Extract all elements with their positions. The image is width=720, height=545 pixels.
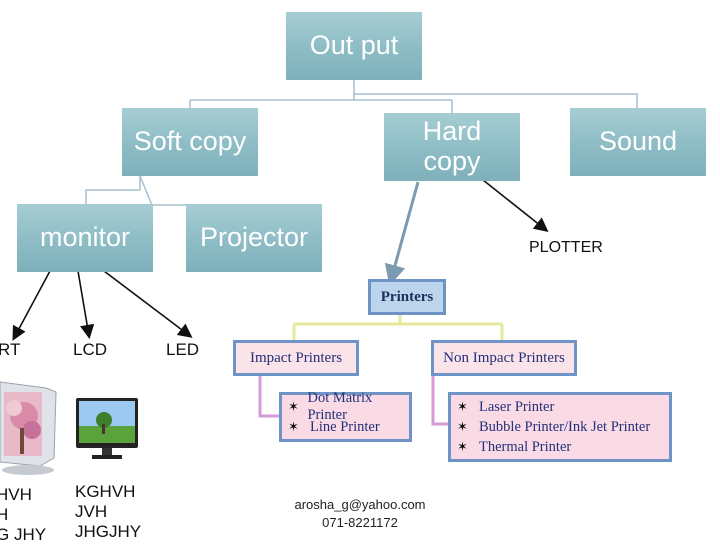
star-bullet-icon: ✶ [288, 419, 299, 434]
contact-email: arosha_g@yahoo.com [294, 497, 426, 512]
arrow-hardcopy-plotter [477, 175, 549, 232]
lcd-caption-line: JHGJHY [75, 522, 142, 541]
impact-printers-list: ✶ Dot Matrix Printer ✶ Line Printer [279, 390, 412, 442]
crt-caption-line: H [0, 505, 9, 524]
node-soft-copy-label: Soft copy [133, 126, 247, 157]
lcd-caption-line: KGHVH [75, 482, 136, 501]
node-sound-label: Sound [598, 126, 678, 157]
star-bullet-icon: ✶ [457, 399, 468, 414]
list-item-label: Dot Matrix Printer [307, 390, 373, 423]
crt-monitor-image [0, 381, 57, 475]
list-item: ✶ Laser Printer [457, 397, 663, 417]
impact-printers-box: Impact Printers [233, 340, 359, 376]
non-impact-printers-list: ✶ Laser Printer ✶ Bubble Printer/Ink Jet P… [448, 392, 672, 462]
crt-label: RT [0, 340, 21, 359]
printers-title: Printers [380, 288, 434, 305]
crt-caption: HVH H G JHY [0, 485, 46, 545]
non-impact-printers-box: Non Impact Printers [431, 340, 577, 376]
arrow-hardcopy-printers [384, 181, 420, 286]
contact-block: arosha_g@yahoo.com 071-8221172 [280, 496, 440, 532]
arrow-monitor-led [91, 261, 193, 338]
arrow-monitor-crt [12, 270, 51, 341]
list-item: ✶ Bubble Printer/Ink Jet Printer [457, 417, 663, 437]
printer-tree-lines [292, 312, 504, 340]
list-item-label: Bubble Printer/Ink Jet Printer [479, 418, 651, 435]
contact-phone: 071-8221172 [322, 515, 398, 530]
list-item: ✶ Line Printer [288, 417, 403, 437]
node-monitor-label: monitor [39, 222, 131, 253]
tree-line-softcopy [85, 175, 254, 206]
star-bullet-icon: ✶ [457, 439, 468, 454]
list-item-label: Line Printer [310, 418, 380, 435]
node-soft-copy: Soft copy [122, 108, 258, 176]
node-sound: Sound [570, 108, 706, 176]
tree-line-output [189, 80, 638, 113]
impact-printers-title: Impact Printers [249, 349, 343, 366]
lcd-caption-line: JVH [75, 502, 108, 521]
node-output: Out put [286, 12, 422, 80]
node-projector-label: Projector [199, 222, 309, 253]
star-bullet-icon: ✶ [457, 419, 468, 434]
lcd-monitor-image [76, 398, 138, 459]
led-label: LED [166, 340, 200, 359]
node-hard-copy: Hard copy [384, 113, 520, 181]
printers-title-box: Printers [368, 279, 446, 315]
plotter-label: PLOTTER [529, 239, 603, 256]
list-item-label: Laser Printer [479, 398, 555, 415]
node-monitor: monitor [17, 204, 153, 272]
list-item-label: Thermal Printer [479, 438, 572, 455]
star-bullet-icon: ✶ [288, 399, 299, 414]
node-hard-copy-label: Hard copy [422, 116, 482, 176]
non-impact-printers-title: Non Impact Printers [443, 349, 565, 366]
node-output-label: Out put [309, 30, 399, 61]
lcd-label: LCD [73, 340, 108, 359]
list-item: ✶ Dot Matrix Printer [288, 390, 403, 423]
node-projector: Projector [186, 204, 322, 272]
printer-sub-lines [258, 376, 449, 426]
lcd-caption: KGHVH JVH JHGJHY [75, 482, 141, 542]
crt-caption-line: G JHY [0, 525, 47, 544]
arrow-monitor-lcd [77, 270, 95, 340]
list-item: ✶ Thermal Printer [457, 437, 663, 457]
crt-caption-line: HVH [0, 485, 32, 504]
